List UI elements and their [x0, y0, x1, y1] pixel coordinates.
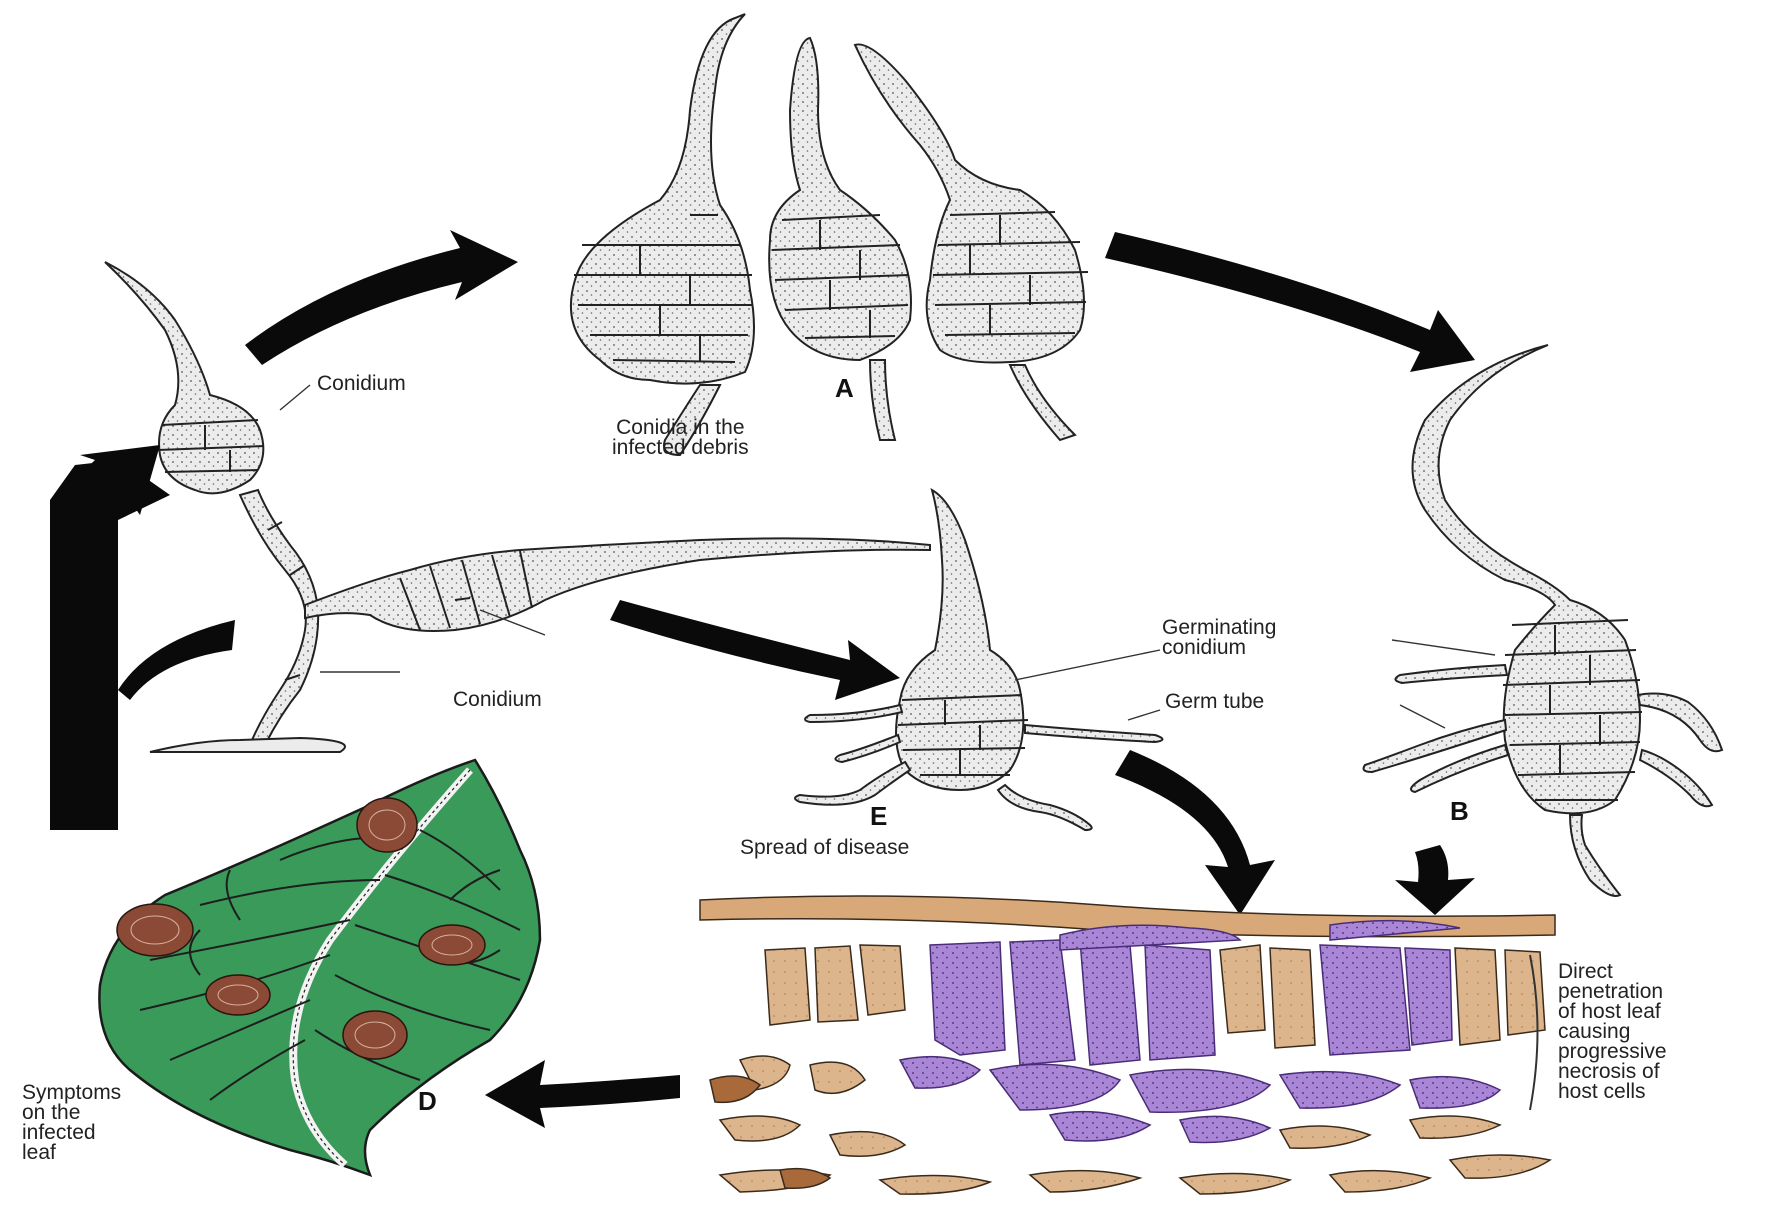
arrow-to-a: [245, 230, 518, 365]
arrow-branch: [118, 620, 235, 700]
letter-e: E: [870, 801, 887, 831]
label-conidia-debris: Conidia in the infected debris: [612, 418, 749, 458]
germinating-conidium-b: [1364, 345, 1722, 896]
infected-leaf: [99, 760, 540, 1175]
label-conidium-top: Conidium: [317, 374, 406, 394]
lesion: [357, 798, 417, 852]
conidia-group-a: [571, 14, 1088, 455]
arrow-to-e: [610, 600, 900, 700]
arrow-b-to-tissue: [1395, 845, 1475, 915]
label-symptoms: Symptoms on the infected leaf: [22, 1083, 121, 1163]
infected-cells: [900, 921, 1500, 1143]
lesion: [343, 1011, 407, 1059]
lesion: [419, 925, 485, 965]
arrow-e-to-tissue: [1115, 750, 1275, 915]
label-germinating-conidium: Germinating conidium: [1162, 618, 1276, 658]
letter-b: B: [1450, 796, 1469, 826]
label-conidium-lower: Conidium: [453, 690, 542, 710]
letter-a: A: [835, 373, 854, 403]
label-direct-penetration: Direct penetration of host leaf causing …: [1558, 962, 1667, 1102]
leaf-blade: [99, 760, 540, 1175]
label-spread-of-disease: Spread of disease: [740, 838, 909, 858]
lesion: [206, 975, 270, 1015]
letter-d: D: [418, 1086, 437, 1116]
arrow-tissue-to-d: [485, 1060, 680, 1128]
arrow-a-to-b: [1105, 232, 1475, 372]
lesion: [117, 904, 193, 956]
label-germ-tube: Germ tube: [1165, 692, 1264, 712]
leaf-tissue-section: [700, 896, 1555, 1194]
